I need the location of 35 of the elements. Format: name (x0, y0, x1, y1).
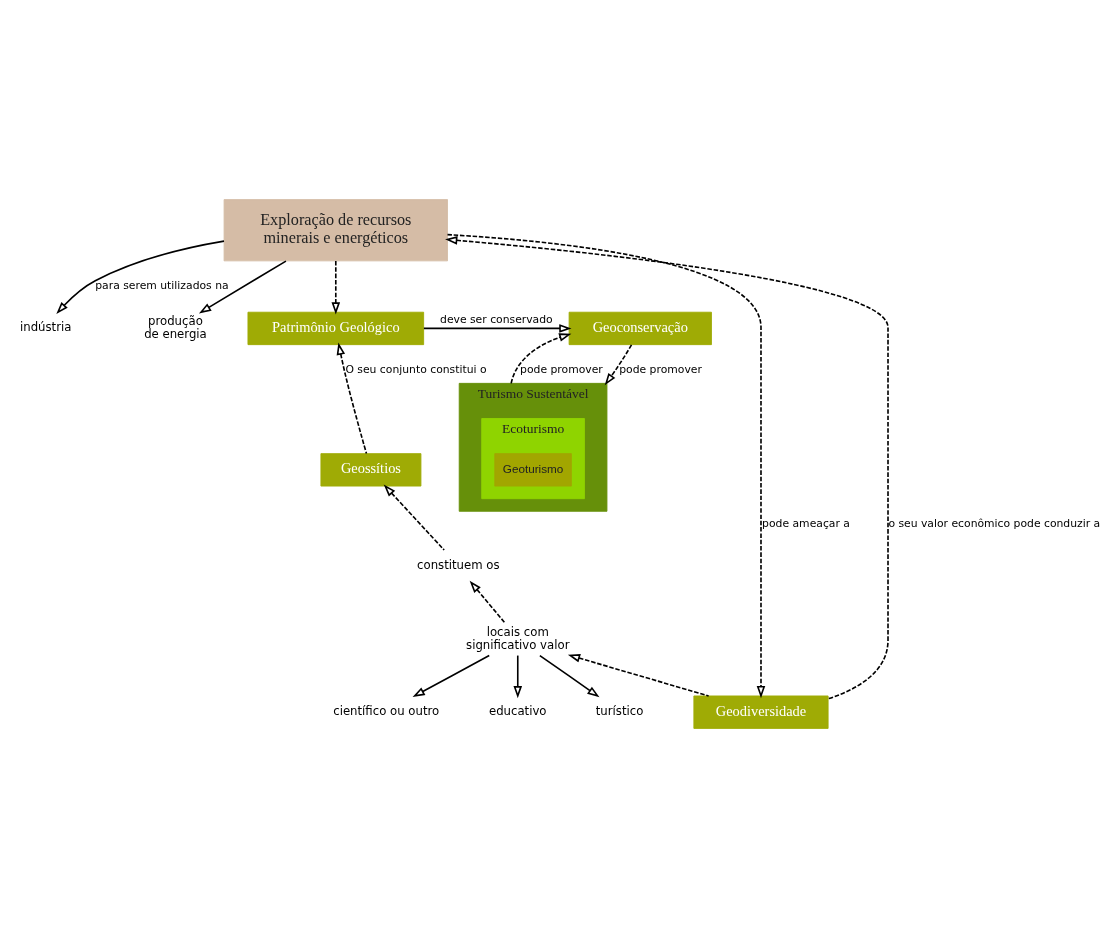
node-text: indústria (20, 319, 72, 334)
node-text: constituem os (417, 557, 500, 572)
node-text: locais com significativo valor (466, 624, 570, 652)
node-box: Exploração de recursos minerais e energéticos (223, 198, 448, 261)
arrow (539, 654, 600, 697)
arrow (423, 323, 572, 333)
node-box: Geodiversidade (693, 695, 829, 729)
arrow (331, 259, 341, 315)
arrow (510, 332, 572, 384)
node-box: Geoconservação (568, 311, 712, 345)
edge-label: pode ameaçar a (762, 516, 850, 530)
node-box: Geossítios (320, 452, 422, 486)
node-box: Patrimônio Geológico (247, 311, 425, 345)
arrow (412, 654, 491, 697)
arrow (513, 654, 523, 698)
node-box: Geoturismo (494, 452, 572, 486)
edge-label: pode promover (520, 362, 603, 376)
node-text: científico ou outro (333, 703, 440, 718)
arrow (383, 484, 445, 551)
arrow (198, 259, 287, 313)
arrow (56, 239, 225, 314)
node-text: produção de energia (144, 313, 207, 341)
arrow (567, 653, 710, 697)
edge-label: pode promover (619, 362, 702, 376)
arrow (446, 233, 766, 698)
node-text: educativo (488, 703, 547, 718)
arrow (336, 342, 368, 454)
node-text: turístico (595, 703, 644, 718)
edge-label: para serem utilizados na (95, 278, 229, 292)
arrow (445, 235, 889, 700)
arrow (604, 343, 633, 385)
edge-label: deve ser conservado (440, 312, 553, 326)
arrow (469, 580, 506, 624)
edge-label: o seu valor econômico pode conduzir a (888, 516, 1101, 530)
edge-label: O seu conjunto constitui o (345, 362, 487, 376)
